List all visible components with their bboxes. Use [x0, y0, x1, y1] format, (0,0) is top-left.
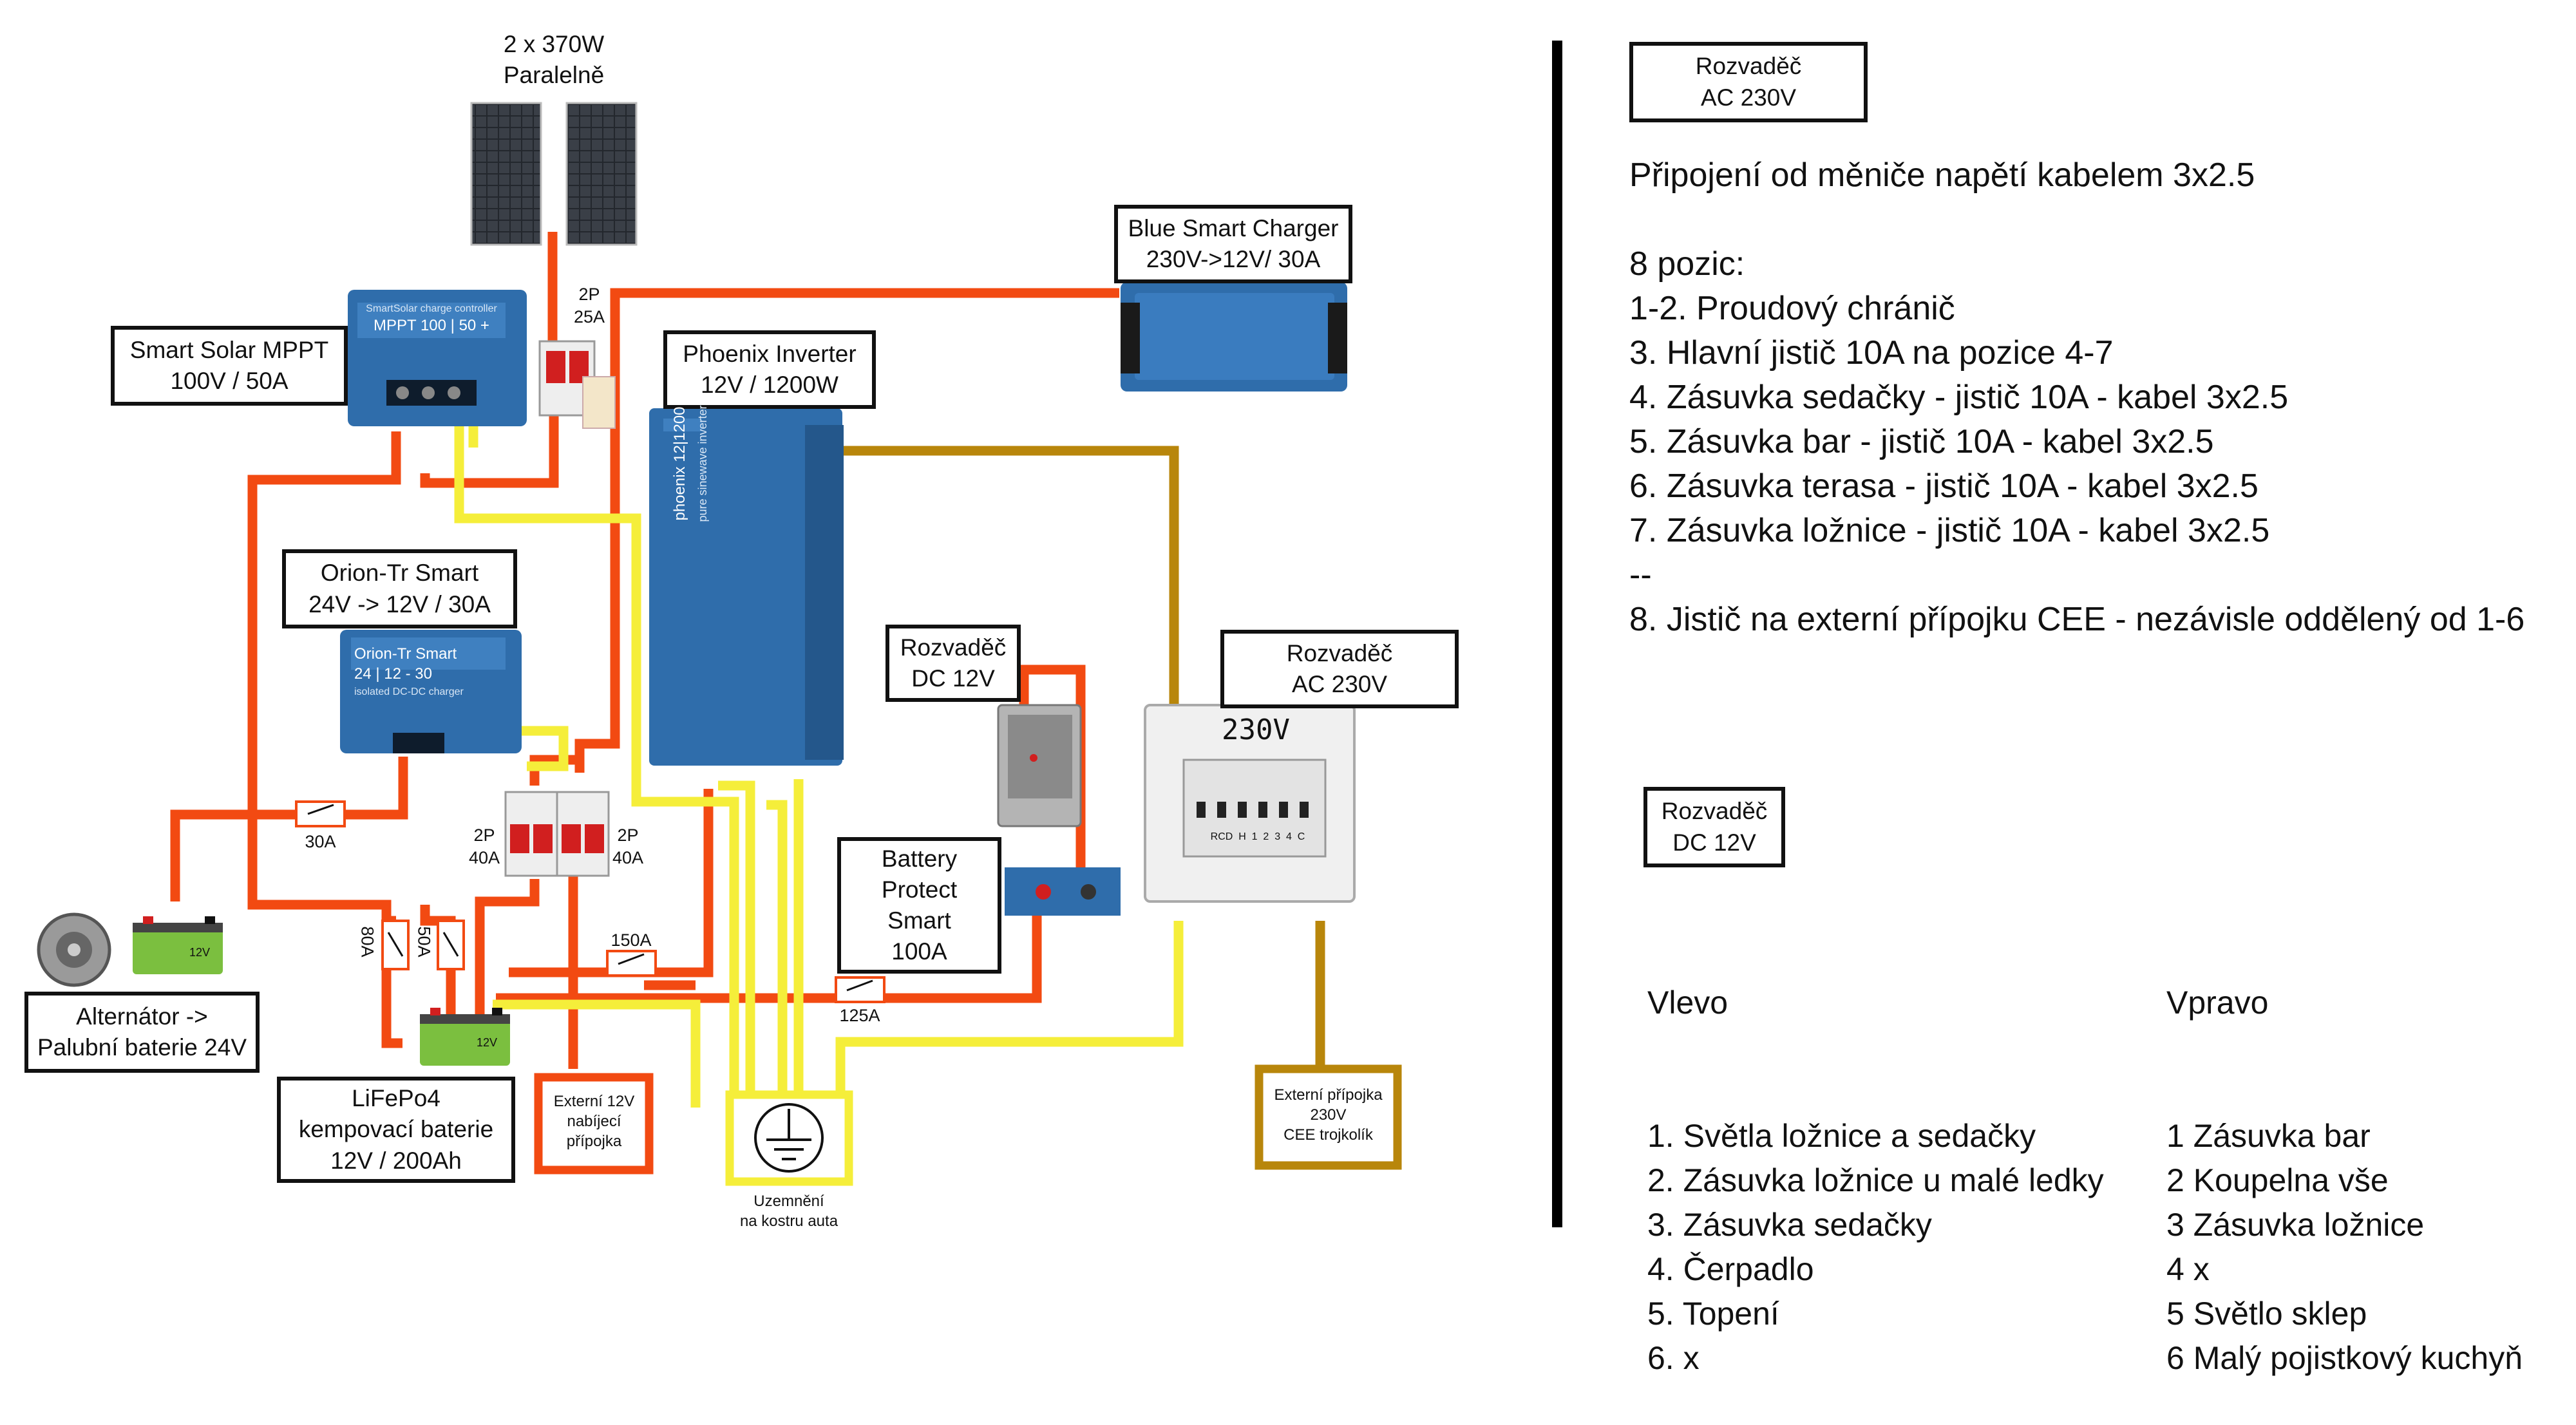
battery-protect-device — [1005, 867, 1121, 916]
dc-right-column: Vpravo 1 Zásuvka bar 2 Koupelna vše 3 Zá… — [2166, 892, 2523, 1425]
left-breaker-label: 2P 40A — [468, 826, 500, 868]
fuse-50a-label: 50A — [414, 926, 434, 958]
battery-neg-wire — [493, 999, 701, 1108]
ext12-label: Externí 12V nabíjecí přípojka — [553, 1093, 635, 1151]
battery-to-bps-wire — [496, 914, 1042, 1003]
charger-device — [1121, 282, 1347, 392]
lifepo4-battery-text: 12V — [476, 1036, 498, 1049]
solar-title: 2 x 370W Paralelně — [464, 29, 644, 91]
inverter-neg-wire-2 — [766, 800, 788, 1108]
ac-notes-title: Rozvaděč AC 230V — [1629, 42, 1868, 122]
dc-left-title: Vlevo — [1647, 985, 1728, 1021]
ac-neg-wire — [835, 921, 1184, 1108]
dc-left-column: Vlevo 1. Světla ložnice a sedačky 2. Zás… — [1647, 892, 2104, 1425]
solar-panel-icon — [470, 102, 542, 246]
fuse-30a — [295, 800, 346, 827]
inverter-to-ac-panel-wire — [844, 446, 1179, 708]
solar-breaker-label: 2P 25A — [573, 285, 605, 327]
mppt-neg-wire — [454, 425, 739, 1108]
orion-device — [340, 630, 522, 753]
cee-frame — [1255, 1064, 1402, 1170]
breaker-to-mppt-wire — [420, 402, 559, 488]
dc-panel-label: Rozvaděč DC 12V — [886, 625, 1021, 702]
lifepo4-label: LiFePo4 kempovací baterie 12V / 200Ah — [277, 1077, 515, 1183]
fuse-150a-label: 150A — [611, 930, 652, 950]
ground-icon — [754, 1103, 824, 1173]
solar-title-line1: 2 x 370W — [503, 31, 605, 57]
orion-out-wire — [170, 757, 408, 901]
mppt-brand-text: SmartSolar charge controller — [366, 303, 497, 314]
dc-left-items: 1. Světla ložnice a sedačky 2. Zásuvka l… — [1647, 1118, 2104, 1376]
fuse-125a — [835, 976, 886, 1003]
solar-breaker — [538, 340, 616, 429]
inverter-neg-wire-1 — [718, 780, 755, 1108]
orion-neg-wire — [522, 726, 569, 771]
double-breakers — [504, 791, 610, 877]
ext12-frame — [534, 1073, 654, 1175]
charger-to-fuse-wire — [574, 288, 1119, 773]
solar-panel-icon — [565, 102, 638, 246]
orion-label: Orion-Tr Smart 24V -> 12V / 30A — [282, 549, 517, 628]
starter-battery-text: 12V — [189, 946, 211, 959]
vertical-divider — [1552, 41, 1562, 1227]
alternator-label: Alternátor -> Palubní baterie 24V — [24, 992, 260, 1073]
battery-protect-label: Battery Protect Smart 100A — [837, 837, 1001, 974]
dc-negative-wires — [454, 425, 1184, 1108]
fuse-30a-label: 30A — [305, 832, 336, 851]
inverter-device — [649, 408, 844, 766]
ac-panel-device — [1144, 704, 1356, 903]
mppt-device — [348, 290, 527, 426]
orion-brand-text: isolated DC-DC charger — [354, 686, 464, 697]
fuse-150a — [606, 950, 657, 977]
ac-panel-label: Rozvaděč AC 230V — [1220, 630, 1459, 708]
lifepo4-battery-device — [420, 1008, 510, 1066]
dc-right-items: 1 Zásuvka bar 2 Koupelna vše 3 Zásuvka l… — [2166, 1118, 2523, 1376]
orion-screen-text: Orion-Tr Smart 24 | 12 - 30 — [354, 645, 457, 683]
charger-label: Blue Smart Charger 230V->12V/ 30A — [1114, 205, 1352, 283]
inverter-brand-text: pure sinewave inverter — [696, 405, 709, 522]
inverter-screen-text: phoenix 12|1200 — [671, 406, 688, 521]
right-breaker-label: 2P 40A — [612, 826, 644, 868]
mppt-screen-text: MPPT 100 | 50 + — [374, 317, 489, 334]
ac-panel-handwriting: 230V — [1222, 713, 1290, 746]
solar-panels — [470, 102, 638, 246]
starter-battery-device — [133, 916, 223, 974]
inverter-label: Phoenix Inverter 12V / 1200W — [663, 330, 876, 409]
dc-right-title: Vpravo — [2166, 985, 2269, 1021]
fuse-80a-label: 80A — [357, 926, 377, 958]
ground-label: Uzemnění na kostru auta — [739, 1193, 838, 1231]
cee-label: Externí přípojka 230V CEE trojkolík — [1274, 1086, 1383, 1144]
ac-notes-text: Připojení od měniče napětí kabelem 3x2.5… — [1629, 156, 2525, 638]
ac-wires — [844, 446, 1325, 1075]
wiring-diagram — [37, 102, 1402, 1186]
alternator-icon — [37, 912, 111, 987]
dc-notes-title: Rozvaděč DC 12V — [1643, 787, 1785, 867]
dc-fuse-box-device — [997, 704, 1082, 827]
mppt-label: Smart Solar MPPT 100V / 50A — [111, 326, 348, 406]
fuse80-wire — [381, 905, 396, 926]
ac-panel-slot-labels: RCD H 1 2 3 4 C — [1210, 831, 1305, 842]
solar-title-line2: Paralelně — [503, 62, 605, 89]
mppt-to-battery-wire — [247, 431, 402, 1048]
fuse-125a-label: 125A — [839, 1006, 880, 1025]
